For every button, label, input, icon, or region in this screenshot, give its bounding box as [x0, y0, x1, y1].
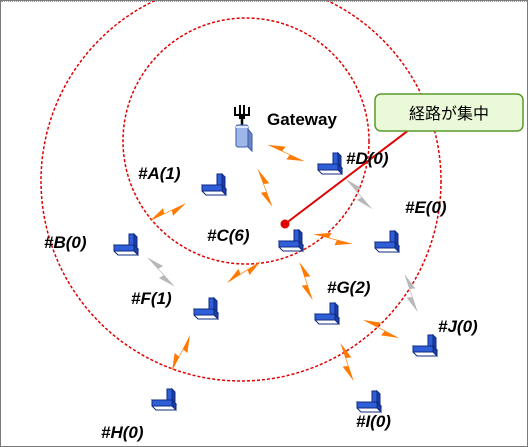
- node-b-device-icon: [113, 233, 139, 256]
- node-i-device-icon: [356, 390, 382, 413]
- gateway-label: Gateway: [267, 110, 337, 129]
- link-c-f: [225, 254, 263, 290]
- node-f-label: #F(1): [131, 289, 172, 308]
- link-g-i: [332, 341, 362, 383]
- inner-range-circle: [122, 17, 370, 265]
- node-d-device-icon: [317, 152, 343, 175]
- node-a-label: #A(1): [138, 164, 181, 183]
- outer-range-circle: [40, 1, 442, 382]
- gateway-antenna-icon: [234, 105, 253, 153]
- link-gw-d: [265, 142, 307, 164]
- link-f-h: [169, 332, 193, 374]
- node-h-label: #H(0): [101, 423, 144, 442]
- node-b-label: #B(0): [44, 233, 87, 252]
- link-b-f: [141, 254, 181, 290]
- callout-text: 経路が集中: [409, 104, 489, 123]
- node-f-device-icon: [193, 297, 219, 320]
- node-d-label: #D(0): [346, 149, 389, 168]
- link-gw-c: [249, 167, 281, 209]
- node-e-label: #E(0): [405, 198, 447, 217]
- node-h-device-icon: [151, 388, 177, 411]
- node-e-device-icon: [374, 230, 400, 253]
- node-c-device-icon: [278, 229, 304, 252]
- link-d-e: [339, 176, 379, 212]
- node-g-device-icon: [314, 302, 340, 325]
- node-g-label: #G(2): [327, 278, 371, 297]
- node-j-label: #J(0): [438, 317, 478, 336]
- node-c-label: #C(6): [207, 226, 250, 245]
- link-c-e: [312, 231, 354, 247]
- link-g-j: [360, 317, 402, 341]
- node-j-device-icon: [412, 334, 438, 357]
- callout-pointer-line: [284, 116, 427, 225]
- node-a-device-icon: [201, 173, 227, 196]
- link-c-g: [291, 260, 321, 302]
- callout-anchor-dot: [280, 219, 290, 229]
- node-i-label: #I(0): [356, 412, 391, 431]
- callout-box: 経路が集中: [374, 93, 524, 132]
- link-e-j: [396, 272, 426, 314]
